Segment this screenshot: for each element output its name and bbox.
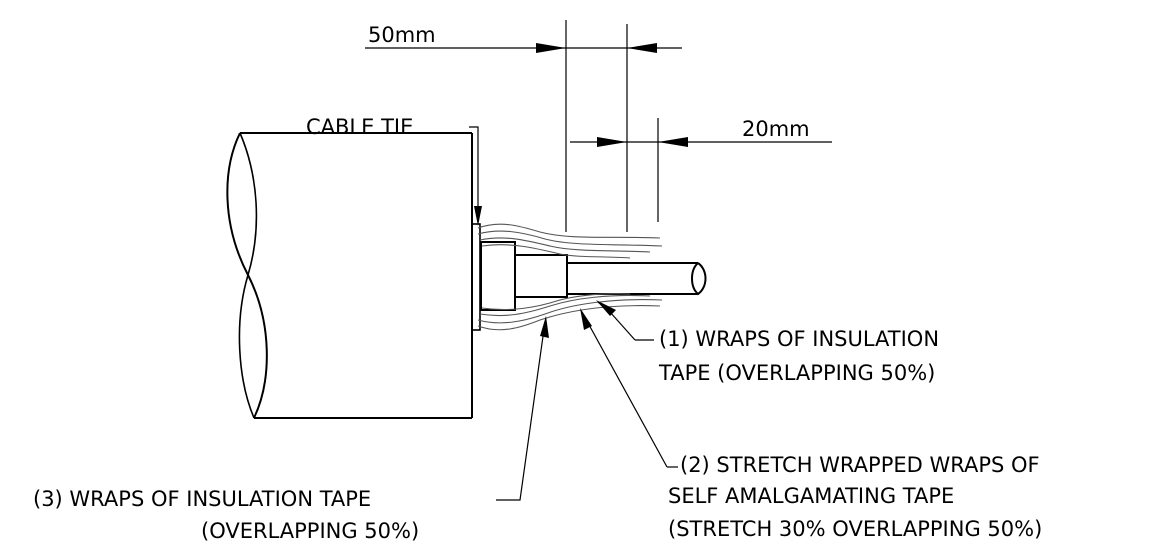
callout-3-leader xyxy=(496,321,546,501)
callout-2-leader xyxy=(581,311,668,468)
arrow-20mm-left xyxy=(597,137,627,147)
callout-1-line2: TAPE (OVERLAPPING 50%) xyxy=(658,361,935,385)
callout-3: (3) WRAPS OF INSULATION TAPE (OVERLAPPIN… xyxy=(33,316,549,543)
gland-sleeve xyxy=(514,254,568,298)
callout-1-line1: (1) WRAPS OF INSULATION xyxy=(659,327,939,351)
tape-wraps xyxy=(477,223,663,331)
callout-1: (1) WRAPS OF INSULATION TAPE (OVERLAPPIN… xyxy=(596,300,939,385)
gland-and-conductor xyxy=(480,241,707,311)
arrow-20mm-right xyxy=(658,137,688,147)
cable-body xyxy=(226,132,473,419)
callout-2-line1: (2) STRETCH WRAPPED WRAPS OF xyxy=(680,453,1040,477)
cable-tie-label: CABLE TIE xyxy=(306,115,413,139)
gland-nut xyxy=(480,241,516,311)
callout-3-line2: (OVERLAPPING 50%) xyxy=(201,519,419,543)
dimension-label-20mm: 20mm xyxy=(742,117,810,141)
callout-2-line3: (STRETCH 30% OVERLAPPING 50%) xyxy=(668,517,1042,541)
cable-tie-band xyxy=(471,223,481,331)
arrow-50mm-right xyxy=(627,43,657,53)
dimension-20mm: 20mm xyxy=(570,117,832,222)
arrow-50mm-left xyxy=(536,43,566,53)
callout-3-line1: (3) WRAPS OF INSULATION TAPE xyxy=(33,487,371,511)
cable-break-line-inner xyxy=(238,132,258,419)
dimension-label-50mm: 50mm xyxy=(368,23,436,47)
cable-tie-leader xyxy=(469,126,479,222)
callout-2-line2: SELF AMALGAMATING TAPE xyxy=(668,484,954,508)
callout-2: (2) STRETCH WRAPPED WRAPS OF SELF AMALGA… xyxy=(580,308,1042,541)
cable-tie: CABLE TIE xyxy=(306,115,482,331)
dimension-50mm: 50mm xyxy=(365,20,682,232)
conductor-break-end xyxy=(691,262,707,296)
